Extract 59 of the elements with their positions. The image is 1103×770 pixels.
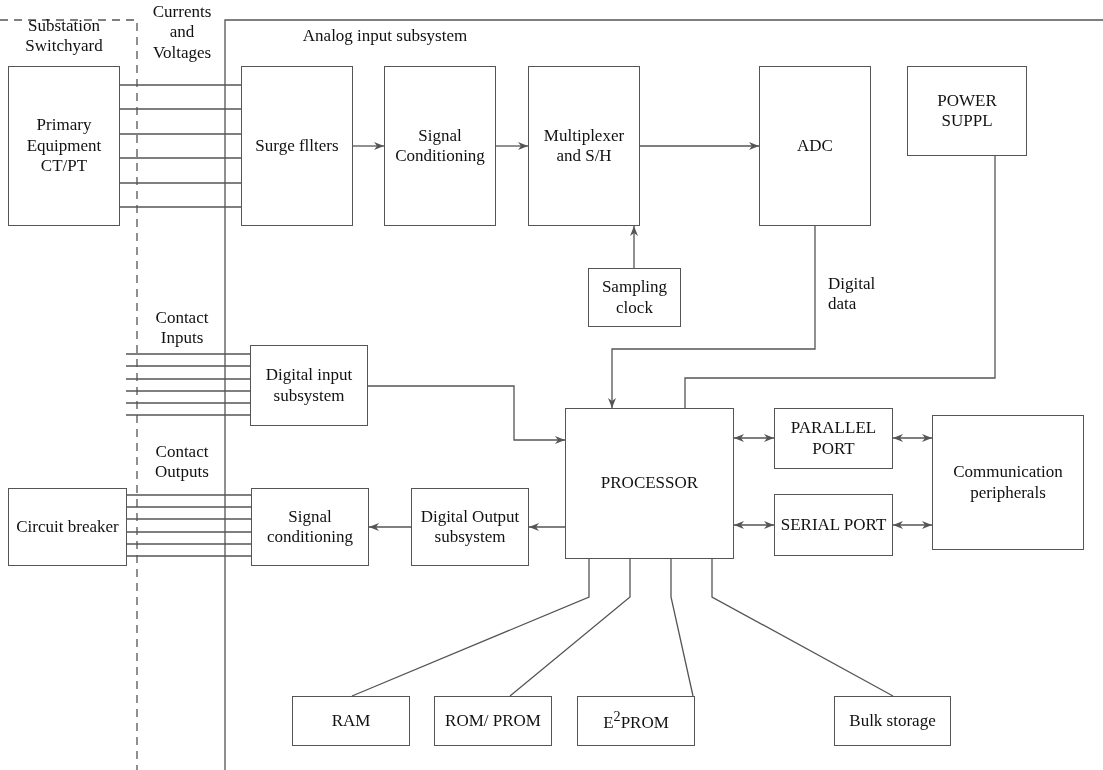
connector-line bbox=[119, 157, 242, 159]
block-box: ROM/ PROM bbox=[434, 696, 552, 746]
connector-line bbox=[711, 558, 894, 697]
block-box: POWER SUPPL bbox=[907, 66, 1027, 156]
arrow bbox=[733, 434, 775, 442]
block-box: Digital Output subsystem bbox=[411, 488, 529, 566]
block-box: Surge fllters bbox=[241, 66, 353, 226]
connector-line bbox=[684, 155, 996, 409]
region-label: Analog input subsystem bbox=[301, 26, 469, 47]
connector-line bbox=[119, 206, 242, 208]
arrow bbox=[892, 434, 933, 442]
arrow bbox=[367, 385, 566, 444]
block-box: PROCESSOR bbox=[565, 408, 734, 559]
block-box: Signal conditioning bbox=[251, 488, 369, 566]
arrow bbox=[495, 142, 529, 150]
connector-line bbox=[119, 108, 242, 110]
block-box: ADC bbox=[759, 66, 871, 226]
block-box: Signal Conditioning bbox=[384, 66, 496, 226]
connector-line bbox=[125, 378, 251, 380]
block-box: PARALLEL PORT bbox=[774, 408, 893, 469]
block-box: Digital input subsystem bbox=[250, 345, 368, 426]
block-box: RAM bbox=[292, 696, 410, 746]
block-box: SERIAL PORT bbox=[774, 494, 893, 556]
connector-line bbox=[125, 365, 251, 367]
region-label: Substation Switchyard bbox=[24, 16, 104, 57]
arrow bbox=[892, 521, 933, 529]
connector-line bbox=[670, 558, 694, 697]
connector-line bbox=[125, 414, 251, 416]
region-label: Contact Inputs bbox=[154, 308, 210, 349]
arrow bbox=[352, 142, 385, 150]
arrow bbox=[630, 225, 638, 269]
connector-line bbox=[351, 558, 590, 697]
arrow bbox=[608, 225, 816, 409]
block-box: Communication peripherals bbox=[932, 415, 1084, 550]
arrow bbox=[368, 523, 412, 531]
connector-line bbox=[126, 555, 252, 557]
connector-line bbox=[119, 182, 242, 184]
block-box: Primary Equipment CT/PT bbox=[8, 66, 120, 226]
region-label: Contact Outputs bbox=[154, 442, 210, 483]
connector-line bbox=[125, 390, 251, 392]
block-box: Sampling clock bbox=[588, 268, 681, 327]
connector-line bbox=[119, 133, 242, 135]
block-box: E$^{2}$PROM bbox=[577, 696, 695, 746]
block-box: Bulk storage bbox=[834, 696, 951, 746]
arrow bbox=[639, 142, 760, 150]
connector-line bbox=[126, 543, 252, 545]
block-box: Circuit breaker bbox=[8, 488, 127, 566]
connector-line bbox=[126, 531, 252, 533]
connector-line bbox=[126, 518, 252, 520]
region-label: Currents and Voltages bbox=[151, 2, 213, 64]
block-box: Multiplexer and S/H bbox=[528, 66, 640, 226]
arrow bbox=[733, 521, 775, 529]
connector-line bbox=[126, 506, 252, 508]
connector-line bbox=[119, 84, 242, 86]
connector-line bbox=[509, 558, 631, 697]
connector-line bbox=[125, 402, 251, 404]
connector-line bbox=[125, 353, 251, 355]
connector-line bbox=[126, 494, 252, 496]
arrow bbox=[528, 523, 566, 531]
